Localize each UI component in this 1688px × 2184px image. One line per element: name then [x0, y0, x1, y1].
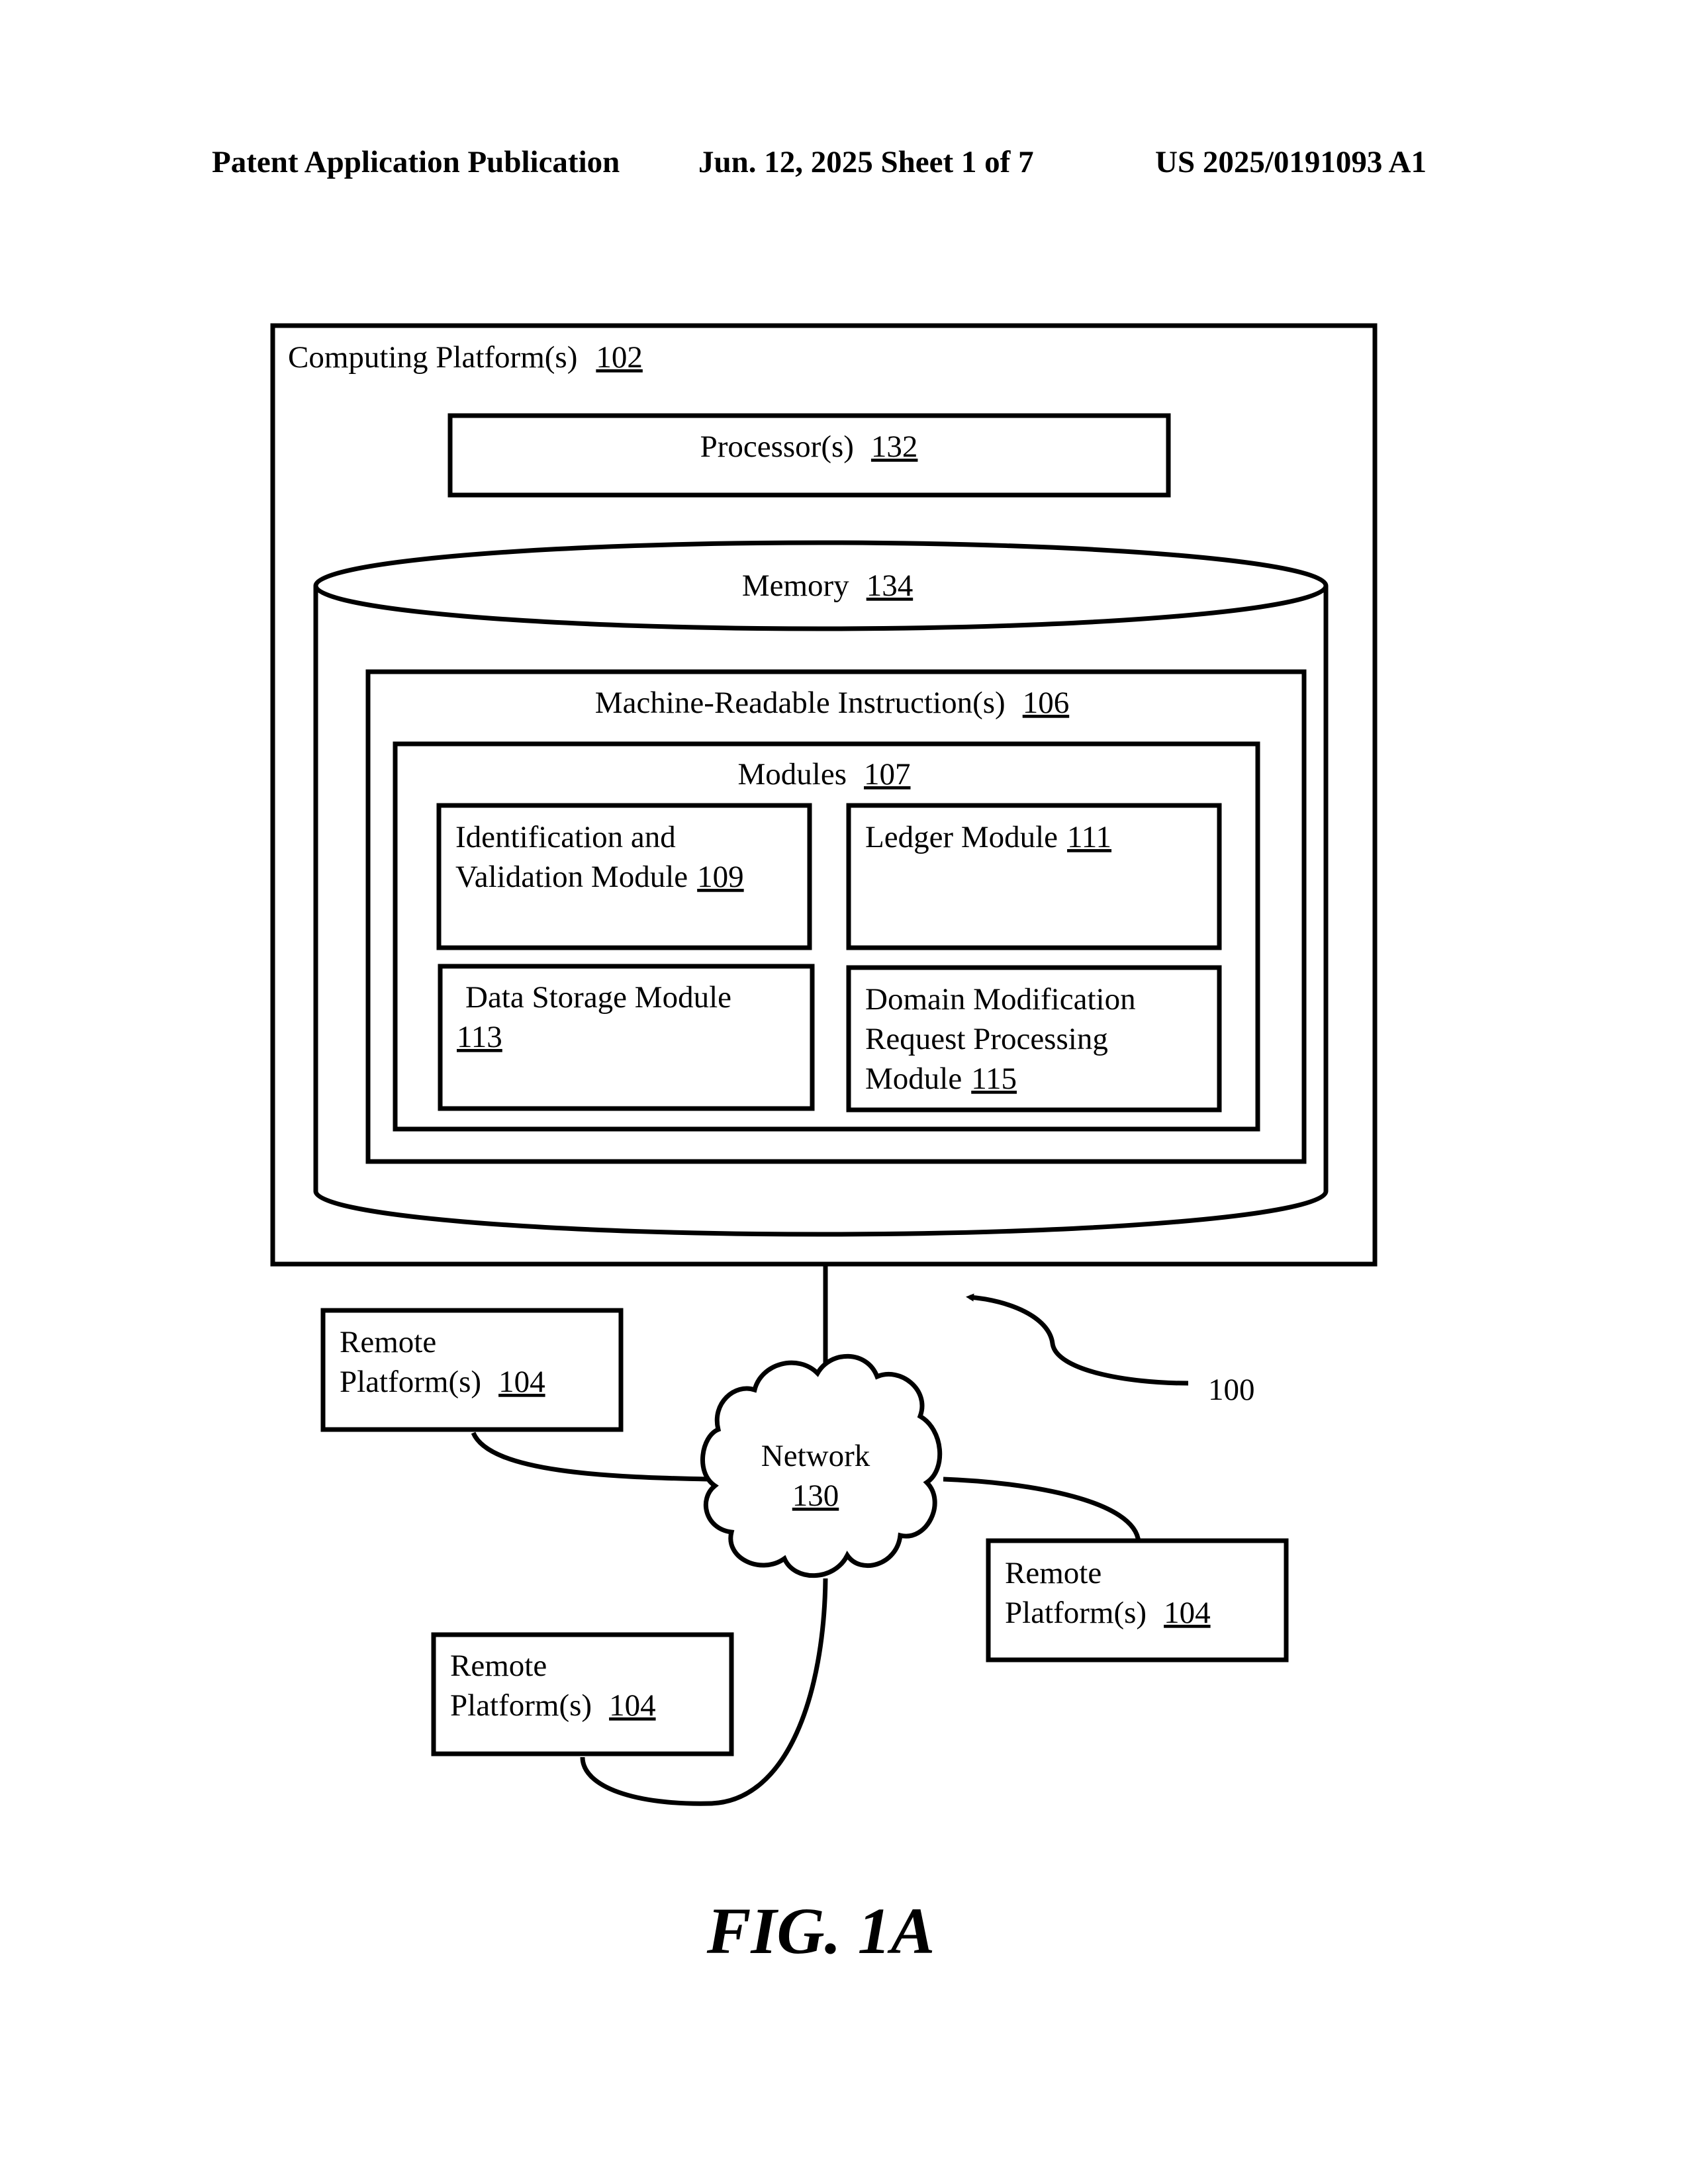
computing-platform-label: Computing Platform(s) — [288, 340, 577, 375]
remote-connector-right — [943, 1479, 1139, 1542]
data-storage-ref: 113 — [457, 1020, 502, 1054]
id-validation-line1: Identification and — [455, 820, 676, 854]
remote-3-line1: Remote — [450, 1649, 547, 1683]
domain-mod-ref: 115 — [971, 1062, 1017, 1096]
modules-label: Modules — [738, 757, 847, 792]
computing-platform-ref: 102 — [596, 340, 643, 375]
processor-box: Processor(s) 132 — [450, 416, 1168, 495]
svg-text:Machine-Readable Instruction(s: Machine-Readable Instruction(s) 106 — [595, 686, 1069, 720]
id-validation-line2: Validation Module — [455, 860, 688, 894]
remote-2-line1: Remote — [1005, 1556, 1102, 1590]
svg-text:Platform(s)104: Platform(s) 104 — [450, 1688, 656, 1723]
network-ref: 130 — [792, 1479, 839, 1513]
ledger-module-label: Ledger Module — [865, 820, 1058, 854]
domain-mod-line2: Request Processing — [865, 1022, 1108, 1056]
id-validation-ref: 109 — [697, 860, 744, 894]
memory-label: Memory — [742, 569, 849, 603]
remote-platform-box-3: Remote Platform(s) 104 — [434, 1635, 731, 1754]
memory-ref: 134 — [867, 569, 914, 603]
instructions-ref: 106 — [1023, 686, 1070, 720]
remote-1-ref: 104 — [498, 1365, 545, 1399]
svg-text:Platform(s)104: Platform(s) 104 — [1005, 1596, 1211, 1630]
domain-mod-line1: Domain Modification — [865, 982, 1136, 1017]
svg-text:Computing Platform(s)102: Computing Platform(s) 102 — [288, 340, 643, 375]
processor-ref: 132 — [871, 430, 918, 464]
remote-1-line2: Platform(s) — [340, 1365, 481, 1399]
remote-3-line2: Platform(s) — [450, 1688, 592, 1723]
ledger-module-ref: 111 — [1067, 820, 1111, 854]
svg-text:Memory134: Memory 134 — [742, 569, 913, 603]
remote-2-line2: Platform(s) — [1005, 1596, 1147, 1630]
svg-text:Modules107: Modules 107 — [738, 757, 911, 792]
remote-2-ref: 104 — [1164, 1596, 1211, 1630]
system-ref-label: 100 — [1208, 1373, 1255, 1407]
remote-platform-box-2: Remote Platform(s) 104 — [988, 1541, 1286, 1660]
network-label: Network — [761, 1439, 870, 1473]
figure-label: FIG. 1A — [0, 1893, 1642, 1969]
remote-3-ref: 104 — [609, 1688, 656, 1723]
data-storage-line1: Data Storage Module — [465, 980, 731, 1015]
remote-connector-left — [473, 1433, 708, 1479]
svg-text:Module115: Module 115 — [865, 1062, 1017, 1096]
remote-platform-box-1: Remote Platform(s) 104 — [323, 1310, 621, 1430]
domain-mod-line3: Module — [865, 1062, 962, 1096]
modules-ref: 107 — [864, 757, 911, 792]
svg-text:Processor(s)132: Processor(s) 132 — [700, 430, 918, 464]
svg-text:Validation Module109: Validation Module 109 — [455, 860, 744, 894]
system-ref-arrow — [970, 1297, 1188, 1383]
svg-text:Platform(s)104: Platform(s) 104 — [340, 1365, 545, 1399]
instructions-label: Machine-Readable Instruction(s) — [595, 686, 1006, 720]
remote-1-line1: Remote — [340, 1325, 436, 1359]
svg-text:Ledger Module111: Ledger Module 111 — [865, 820, 1111, 854]
processor-label: Processor(s) — [700, 430, 854, 464]
network-cloud: Network 130 — [702, 1356, 939, 1575]
